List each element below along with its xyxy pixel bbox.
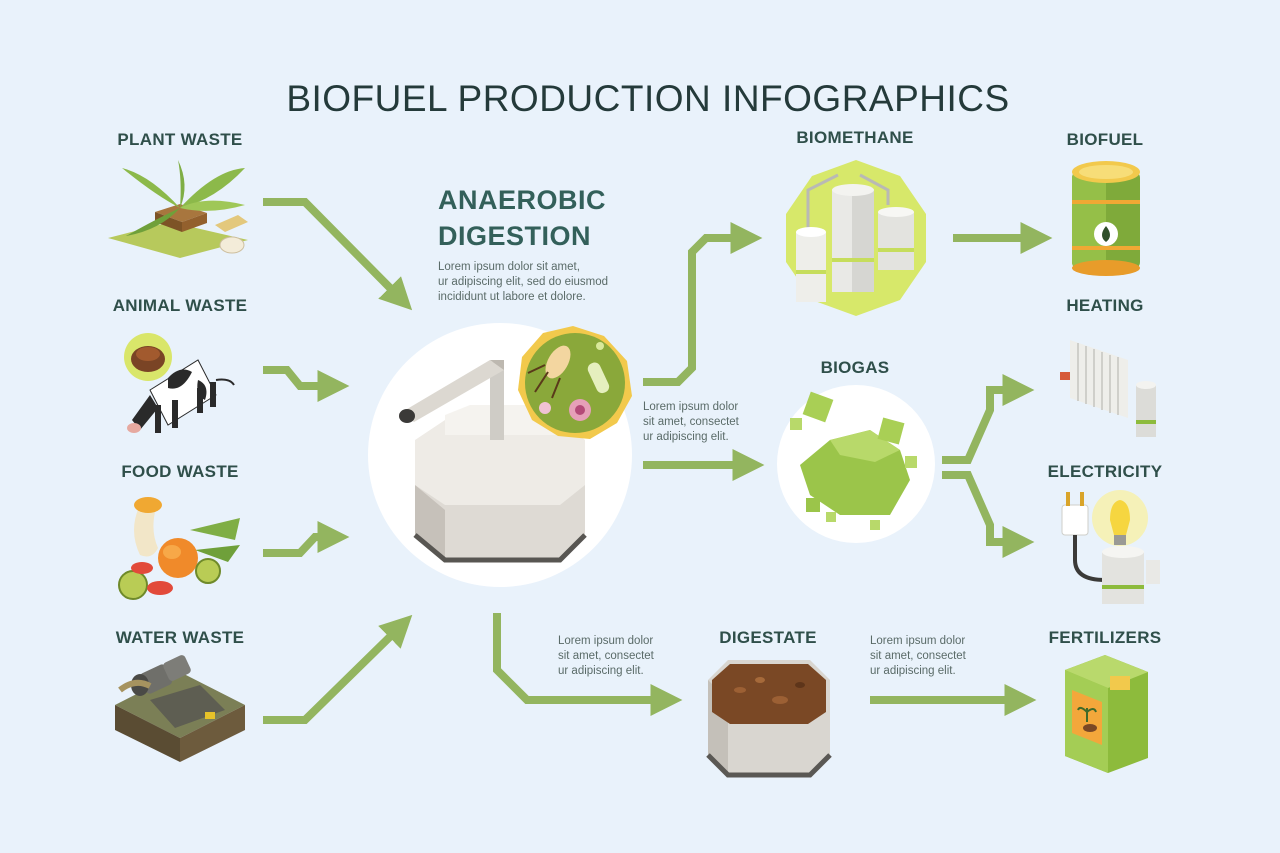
radiator-icon xyxy=(1060,340,1156,437)
biogas-icon xyxy=(777,385,935,543)
fertilizer-can-icon xyxy=(1065,655,1148,773)
label-food-waste: FOOD WASTE xyxy=(121,462,239,481)
center-description-line: Lorem ipsum dolor sit amet, xyxy=(438,261,580,273)
label-electricity: ELECTRICITY xyxy=(1047,462,1163,481)
label-biofuel: BIOFUEL xyxy=(1066,130,1144,149)
arrow-plant-to-digestion xyxy=(263,198,413,311)
label-digestate: DIGESTATE xyxy=(719,628,817,647)
digestate-note-line: Lorem ipsum dolor xyxy=(558,635,654,647)
arrow-digestion-to-digestate xyxy=(493,613,683,716)
digestate-note-line: ur adipiscing elit. xyxy=(558,665,644,677)
label-water-waste: WATER WASTE xyxy=(115,628,245,647)
water-waste-icon xyxy=(115,655,245,762)
center-description-line: incididunt ut labore et dolore. xyxy=(438,291,586,303)
cow-icon xyxy=(124,333,235,433)
digestate-note: Lorem ipsum dolor sit amet, consectet ur… xyxy=(558,634,654,679)
center-description-line: ur adipiscing elit, sed do eiusmod xyxy=(438,276,609,288)
label-fertilizers: FERTILIZERS xyxy=(1048,628,1162,647)
label-plant-waste: PLANT WASTE xyxy=(117,130,243,149)
label-animal-waste: ANIMAL WASTE xyxy=(112,296,248,315)
biomethane-icon xyxy=(786,160,926,316)
center-heading-line1: ANAEROBIC xyxy=(438,185,607,215)
label-biogas: BIOGAS xyxy=(820,358,890,377)
center-description: Lorem ipsum dolor sit amet, ur adipiscin… xyxy=(438,260,638,305)
digestate-note-line: sit amet, consectet xyxy=(558,650,654,662)
arrow-biogas-to-electricity xyxy=(942,471,1035,558)
fertilizer-note-line: ur adipiscing elit. xyxy=(870,665,956,677)
page-title: BIOFUEL PRODUCTION INFOGRAPHICS xyxy=(286,78,1010,119)
fertilizer-note: Lorem ipsum dolor sit amet, consectet ur… xyxy=(870,634,966,679)
barrel-icon xyxy=(1072,161,1140,276)
biogas-note-line: Lorem ipsum dolor xyxy=(643,401,739,413)
arrow-digestion-to-biomethane xyxy=(643,222,763,386)
electricity-icon xyxy=(1061,490,1160,604)
center-heading-line2: DIGESTION xyxy=(438,221,592,251)
arrow-food-to-digestion xyxy=(263,521,350,557)
biogas-note-line: ur adipiscing elit. xyxy=(643,431,729,443)
bacteria-icon xyxy=(518,326,632,439)
arrow-animal-to-digestion xyxy=(263,366,350,402)
arrow-water-to-digestion xyxy=(263,614,413,724)
food-waste-icon xyxy=(118,497,240,600)
digestate-icon xyxy=(706,660,832,778)
biogas-note-line: sit amet, consectet xyxy=(643,416,739,428)
biogas-note: Lorem ipsum dolor sit amet, consectet ur… xyxy=(643,400,739,445)
plant-waste-icon xyxy=(108,160,248,258)
fertilizer-note-line: sit amet, consectet xyxy=(870,650,966,662)
center-heading: ANAEROBIC DIGESTION xyxy=(438,182,606,254)
flow-arrows xyxy=(263,198,1053,724)
label-biomethane: BIOMETHANE xyxy=(796,128,914,147)
arrow-biogas-to-heating xyxy=(942,374,1035,464)
fertilizer-note-line: Lorem ipsum dolor xyxy=(870,635,966,647)
label-heating: HEATING xyxy=(1066,296,1144,315)
